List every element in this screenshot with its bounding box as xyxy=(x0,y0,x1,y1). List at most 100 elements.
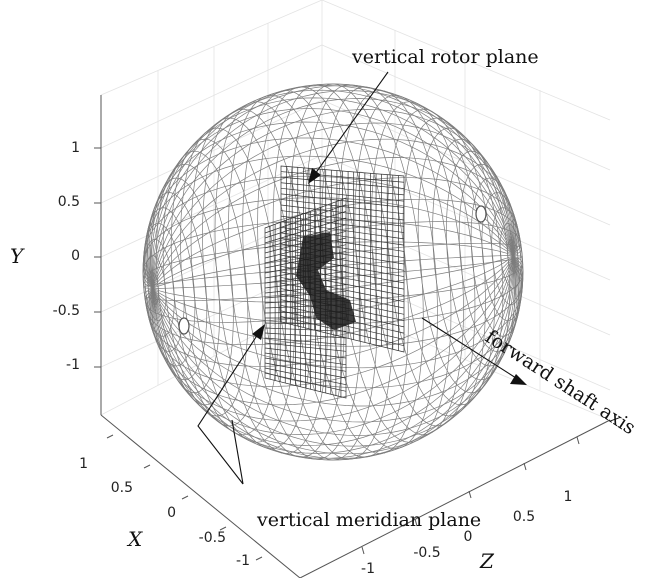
sphere-meridian-line xyxy=(152,255,521,407)
sphere-meridian-line xyxy=(152,255,514,446)
meridian-plane-arrowhead xyxy=(252,324,265,340)
sphere-meridian-line xyxy=(142,241,514,289)
vertical-meridian-plane-grid-line xyxy=(264,290,347,299)
vertical-rotor-plane xyxy=(280,165,405,353)
y-tick-label-neg0.5: -0.5 xyxy=(53,303,80,319)
grid-horizontals xyxy=(100,44,611,391)
sphere-wireframe xyxy=(142,83,524,461)
annotations xyxy=(197,71,527,485)
rotor-intersection-region xyxy=(296,232,356,330)
sphere-latitude-line xyxy=(180,127,280,436)
rotor-plane-leader xyxy=(314,71,389,175)
x-tick-mark xyxy=(106,434,114,439)
x-tick-mark xyxy=(143,464,151,469)
z-axis-line xyxy=(299,419,611,578)
x-tick-label-neg0.5: -0.5 xyxy=(199,530,226,546)
meridian-plane-leader-left xyxy=(197,333,259,485)
sphere-latitude-line xyxy=(386,108,486,417)
y-axis-label: Y xyxy=(10,244,25,268)
sphere-meridian-line xyxy=(152,255,515,461)
vertical-rotor-plane-grid-line xyxy=(280,199,405,215)
sphere-pole-marker xyxy=(178,317,190,335)
x-tick-mark xyxy=(181,495,189,500)
sphere-latitude-line xyxy=(156,163,234,406)
y-tick-label-0.5: 0.5 xyxy=(58,194,80,210)
sphere-meridian-line xyxy=(144,155,514,289)
shaft-axis-arrowhead xyxy=(510,374,527,385)
sphere-meridian-line xyxy=(149,89,514,289)
vertical-meridian-plane-grid-line xyxy=(264,362,347,379)
vertical-meridian-plane-grid-line xyxy=(264,352,347,366)
x-tick-label-0.5: 0.5 xyxy=(111,480,133,496)
sphere-meridian-line xyxy=(152,255,520,423)
sphere-meridian-line xyxy=(152,255,522,389)
sphere-meridian-line xyxy=(152,255,524,347)
x-tick-mark xyxy=(219,526,227,531)
shaft-axis-leader xyxy=(421,317,517,379)
vertical-rotor-plane-grid-line xyxy=(280,210,405,227)
vertical-meridian-plane-grid-line xyxy=(264,337,347,346)
z-tick-mark xyxy=(576,436,580,445)
z-tick-mark xyxy=(414,518,418,527)
vertical-rotor-plane-grid-line xyxy=(280,171,405,183)
vertical-rotor-plane-grid-line xyxy=(280,193,405,208)
vertical-rotor-plane-grid-line xyxy=(280,215,405,233)
rotor-dark-region xyxy=(296,232,356,330)
y-tick-label-1: 1 xyxy=(71,140,80,156)
y-tick-label-0: 0 xyxy=(71,248,80,264)
meridian-plane-leader-right xyxy=(231,419,244,485)
vertical-rotor-plane-grid-line xyxy=(280,182,405,196)
z-tick-mark xyxy=(468,490,472,499)
tick-marks xyxy=(94,147,580,561)
sphere-meridian-line xyxy=(152,90,514,289)
y-tick-label-neg1: -1 xyxy=(66,357,80,373)
x-tick-label-0: 0 xyxy=(167,505,176,521)
vertical-rotor-plane-grid-line xyxy=(280,226,405,246)
z-tick-label-neg0.5: -0.5 xyxy=(413,545,440,561)
x-axis-line xyxy=(100,414,301,578)
sphere-meridian-line xyxy=(152,255,518,447)
vertical-rotor-plane-grid-line xyxy=(280,176,405,189)
rotor-plane-label: vertical rotor plane xyxy=(351,46,539,68)
shaft-axis-label: forward shaft axis xyxy=(481,326,639,439)
plane-grids xyxy=(264,165,405,399)
vertical-meridian-plane-grid-line xyxy=(264,357,347,372)
vertical-meridian-plane-grid-line xyxy=(264,327,347,332)
sphere-meridian-line xyxy=(145,137,514,289)
vertical-rotor-plane-grid-line xyxy=(280,204,405,221)
z-tick-mark xyxy=(361,546,365,555)
meridian-plane-label: vertical meridian plane xyxy=(256,509,481,531)
rotor-plane-arrowhead xyxy=(308,168,321,184)
sphere-meridian-line xyxy=(152,221,521,289)
sphere-meridian-line xyxy=(143,175,514,289)
sphere-meridian-line xyxy=(146,121,514,289)
x-axis-label: X xyxy=(126,527,143,551)
sphere-meridian-line xyxy=(152,255,514,454)
vertical-rotor-plane-grid-line xyxy=(280,238,405,259)
sphere-meridian-line xyxy=(152,255,514,459)
x-tick-mark xyxy=(255,556,263,561)
z-tick-label-0.5: 0.5 xyxy=(513,509,535,525)
z-tick-label-1: 1 xyxy=(564,489,573,505)
sphere-meridian-line xyxy=(152,255,523,369)
vertical-rotor-plane-grid-line xyxy=(280,232,405,252)
vertical-meridian-plane-grid-line xyxy=(264,367,347,386)
vertical-rotor-plane-grid-line xyxy=(280,187,405,202)
sphere-meridian-line xyxy=(152,109,515,289)
vertical-meridian-plane-grid-line xyxy=(264,204,347,234)
vertical-rotor-plane-border xyxy=(280,165,405,353)
vertical-rotor-plane-grid-line xyxy=(280,282,405,309)
vertical-rotor-plane-grid-line xyxy=(280,221,405,240)
sphere-pole-marker xyxy=(475,205,487,223)
z-tick-label-0: 0 xyxy=(464,529,473,545)
background-grid xyxy=(100,0,611,421)
z-tick-label-neg1: -1 xyxy=(361,561,375,577)
z-tick-mark xyxy=(523,462,527,471)
vertical-meridian-plane-grid-line xyxy=(264,342,347,352)
x-tick-label-neg1: -1 xyxy=(236,553,250,569)
vertical-meridian-plane-grid-line xyxy=(264,211,347,239)
vertical-meridian-plane-grid-line xyxy=(264,332,347,339)
vertical-rotor-plane-grid-line xyxy=(280,316,405,347)
sphere-meridian-line xyxy=(151,255,514,435)
sphere-meridian-line xyxy=(152,255,523,289)
